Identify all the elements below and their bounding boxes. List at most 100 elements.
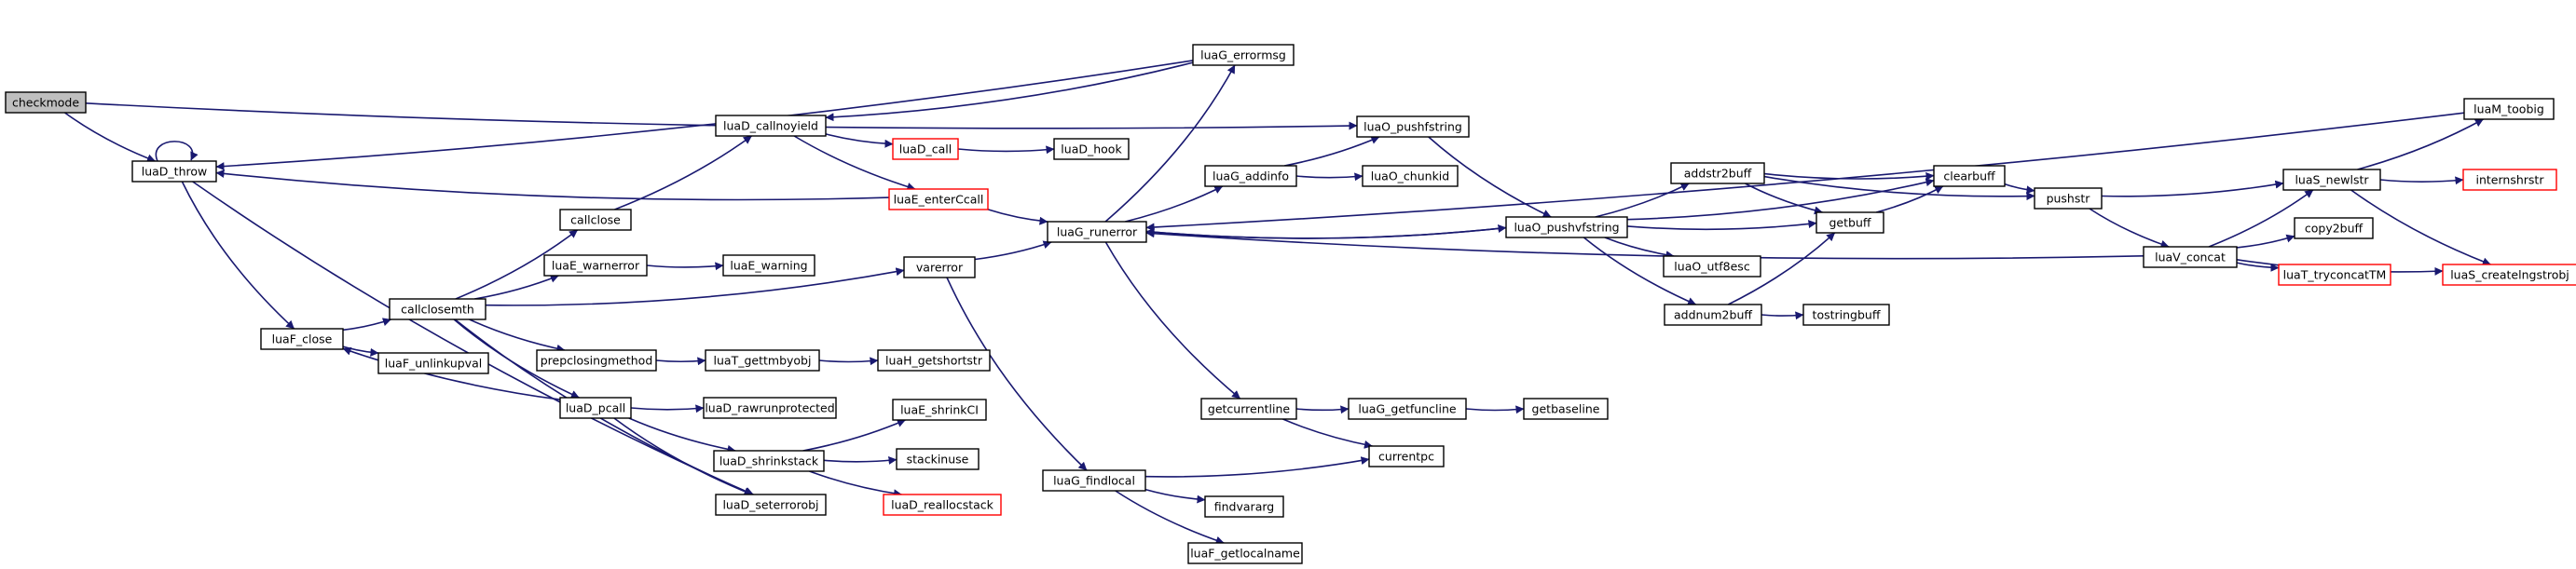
node-box-varerror: [903, 256, 976, 278]
edge-luaG_addinfo-to-luaO_chunkid: [1295, 172, 1363, 182]
edge-varerror-to-luaG_findlocal: [946, 277, 1088, 471]
edge-callclosemth-to-callclose: [455, 229, 579, 300]
node-luaD_pcall[interactable]: luaD_pcall: [559, 397, 632, 419]
node-luaM_toobig[interactable]: luaM_toobig: [2463, 98, 2555, 120]
edge-luaO_pushvfstring-to-addstr2buff: [1595, 183, 1690, 218]
node-luaF_close[interactable]: luaF_close: [260, 328, 344, 350]
edge-getbuff-to-clearbuff: [1875, 185, 1944, 213]
node-box-luaG_findlocal: [1042, 469, 1146, 492]
node-currentpc[interactable]: currentpc: [1368, 445, 1445, 467]
node-copy2buff[interactable]: copy2buff: [2294, 217, 2374, 239]
node-box-luaD_reallocstack: [883, 494, 1002, 516]
node-box-luaE_warnerror: [543, 254, 648, 277]
node-luaH_getshortstr[interactable]: luaH_getshortstr: [877, 349, 991, 372]
edge-callclosemth-to-luaE_warnerror: [474, 274, 559, 300]
node-label-varerror: varerror: [916, 261, 964, 275]
edge-addnum2buff-to-tostringbuff: [1761, 311, 1804, 320]
node-luaO_chunkid[interactable]: luaO_chunkid: [1362, 165, 1459, 187]
node-box-luaF_unlinkupval: [377, 352, 489, 374]
node-prepclosingmethod[interactable]: prepclosingmethod: [536, 349, 657, 372]
node-label-luaF_close: luaF_close: [272, 332, 333, 346]
node-findvararg[interactable]: findvararg: [1204, 495, 1284, 518]
node-luaF_getlocalname[interactable]: luaF_getlocalname: [1187, 542, 1303, 564]
node-box-findvararg: [1204, 495, 1284, 518]
node-clearbuff[interactable]: clearbuff: [1933, 165, 2006, 187]
edge-luaV_concat-to-luaT_tryconcatTM: [2236, 262, 2280, 272]
node-luaT_gettmbyobj[interactable]: luaT_gettmbyobj: [705, 349, 820, 372]
node-label-luaG_findlocal: luaG_findlocal: [1053, 474, 1135, 488]
node-box-luaE_shrinkCI: [892, 399, 987, 421]
node-stackinuse[interactable]: stackinuse: [896, 448, 980, 470]
node-luaV_concat[interactable]: luaV_concat: [2143, 246, 2238, 268]
node-box-stackinuse: [896, 448, 980, 470]
node-luaG_findlocal[interactable]: luaG_findlocal: [1042, 469, 1146, 492]
node-label-getcurrentline: getcurrentline: [1208, 402, 1290, 416]
node-label-luaG_errormsg: luaG_errormsg: [1200, 48, 1286, 62]
node-luaO_utf8esc[interactable]: luaO_utf8esc: [1663, 255, 1761, 278]
edge-luaV_concat-to-copy2buff: [2236, 234, 2295, 249]
node-varerror[interactable]: varerror: [903, 256, 976, 278]
node-luaG_runerror[interactable]: luaG_runerror: [1047, 221, 1147, 243]
node-luaD_throw[interactable]: luaD_throw: [131, 160, 217, 183]
node-luaO_pushfstring[interactable]: luaO_pushfstring: [1356, 115, 1470, 138]
node-luaD_hook[interactable]: luaD_hook: [1053, 138, 1130, 160]
node-label-getbuff: getbuff: [1829, 216, 1871, 230]
node-box-luaT_tryconcatTM: [2278, 264, 2391, 286]
node-luaE_shrinkCI[interactable]: luaE_shrinkCI: [892, 399, 987, 421]
node-luaD_rawrunprotected[interactable]: luaD_rawrunprotected: [703, 397, 837, 419]
node-box-luaS_createlngstrobj: [2442, 264, 2576, 286]
node-box-addstr2buff: [1670, 162, 1765, 184]
node-luaT_tryconcatTM[interactable]: luaT_tryconcatTM: [2278, 264, 2391, 286]
node-luaS_createlngstrobj[interactable]: luaS_createlngstrobj: [2442, 264, 2576, 286]
node-label-luaO_pushvfstring: luaO_pushvfstring: [1514, 221, 1619, 235]
node-luaF_unlinkupval[interactable]: luaF_unlinkupval: [377, 352, 489, 374]
node-box-luaF_close: [260, 328, 344, 350]
node-luaG_getfuncline[interactable]: luaG_getfuncline: [1348, 398, 1467, 420]
node-box-callclosemth: [389, 298, 486, 320]
node-luaD_reallocstack[interactable]: luaD_reallocstack: [883, 494, 1002, 516]
node-getcurrentline[interactable]: getcurrentline: [1200, 398, 1297, 420]
node-box-luaG_errormsg: [1192, 44, 1295, 66]
node-box-getbaseline: [1523, 398, 1609, 420]
node-label-luaD_pcall: luaD_pcall: [566, 401, 625, 415]
edge-luaD_shrinkstack-to-stackinuse: [823, 455, 897, 465]
node-label-luaF_unlinkupval: luaF_unlinkupval: [385, 357, 482, 371]
node-internshrstr[interactable]: internshrstr: [2462, 169, 2557, 191]
node-luaD_shrinkstack[interactable]: luaD_shrinkstack: [713, 450, 825, 472]
node-luaE_warnerror[interactable]: luaE_warnerror: [543, 254, 648, 277]
node-luaO_pushvfstring[interactable]: luaO_pushvfstring: [1505, 216, 1628, 238]
edge-pushstr-to-luaV_concat: [2089, 208, 2170, 249]
node-callclose[interactable]: callclose: [559, 209, 632, 231]
node-luaD_callnoyield[interactable]: luaD_callnoyield: [715, 115, 827, 137]
edge-luaD_callnoyield-to-luaE_enterCcall: [793, 135, 916, 191]
node-luaS_newlstr[interactable]: luaS_newlstr: [2282, 169, 2381, 191]
node-getbaseline[interactable]: getbaseline: [1523, 398, 1609, 420]
node-box-luaD_pcall: [559, 397, 632, 419]
node-luaG_addinfo[interactable]: luaG_addinfo: [1204, 165, 1297, 187]
edge-callclosemth-to-prepclosingmethod: [469, 318, 566, 353]
node-label-callclose: callclose: [570, 213, 621, 227]
node-luaD_seterrorobj[interactable]: luaD_seterrorobj: [715, 494, 827, 516]
node-luaE_warning[interactable]: luaE_warning: [722, 254, 815, 277]
node-luaE_enterCcall[interactable]: luaE_enterCcall: [888, 188, 989, 210]
node-addstr2buff[interactable]: addstr2buff: [1670, 162, 1765, 184]
node-box-luaE_enterCcall: [888, 188, 989, 210]
node-box-luaE_warning: [722, 254, 815, 277]
node-label-luaO_utf8esc: luaO_utf8esc: [1674, 260, 1750, 274]
node-luaG_errormsg[interactable]: luaG_errormsg: [1192, 44, 1295, 66]
node-box-luaD_throw: [131, 160, 217, 183]
node-label-tostringbuff: tostringbuff: [1813, 308, 1881, 322]
node-label-copy2buff: copy2buff: [2305, 222, 2364, 236]
node-box-checkmode: [5, 91, 87, 114]
node-getbuff[interactable]: getbuff: [1816, 211, 1884, 234]
node-tostringbuff[interactable]: tostringbuff: [1802, 304, 1890, 326]
edge-luaV_concat-to-luaS_newlstr: [2208, 189, 2314, 248]
node-pushstr[interactable]: pushstr: [2034, 187, 2103, 210]
node-label-luaS_newlstr: luaS_newlstr: [2295, 173, 2369, 187]
node-callclosemth[interactable]: callclosemth: [389, 298, 486, 320]
node-luaD_call[interactable]: luaD_call: [892, 138, 959, 160]
edge-addnum2buff-to-getbuff: [1727, 232, 1836, 305]
node-addnum2buff[interactable]: addnum2buff: [1664, 304, 1762, 326]
edge-luaG_findlocal-to-currentpc: [1144, 456, 1370, 478]
node-box-copy2buff: [2294, 217, 2374, 239]
